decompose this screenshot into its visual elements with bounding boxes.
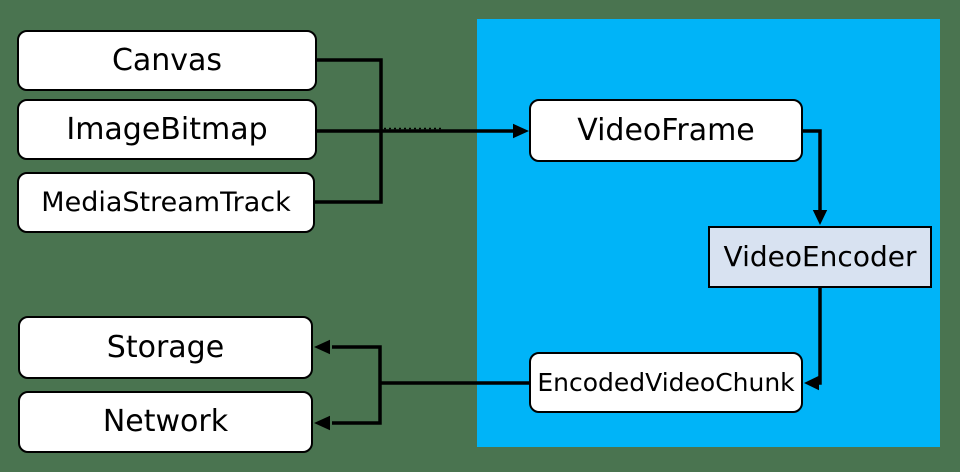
edge-videoframe-videoencoder [801, 129, 822, 212]
arrowhead-into-network [314, 415, 330, 431]
node-encodedvideochunk: EncodedVideoChunk [529, 352, 803, 413]
node-mediastreamtrack: MediaStreamTrack [17, 172, 315, 233]
node-videoencoder: VideoEncoder [708, 226, 932, 288]
edge-chunk-storage-network [332, 345, 530, 425]
arrowhead-into-videoencoder [812, 210, 828, 225]
node-network: Network [18, 391, 313, 453]
node-videoframe: VideoFrame [529, 99, 803, 162]
arrowhead-into-videoframe [513, 123, 529, 139]
edge-videoencoder-chunk [818, 287, 822, 385]
node-storage: Storage [18, 316, 313, 379]
node-imagebitmap: ImageBitmap [17, 99, 317, 160]
arrowhead-into-storage [314, 339, 330, 355]
node-canvas: Canvas [17, 30, 317, 91]
arrowhead-into-chunk [804, 375, 819, 391]
